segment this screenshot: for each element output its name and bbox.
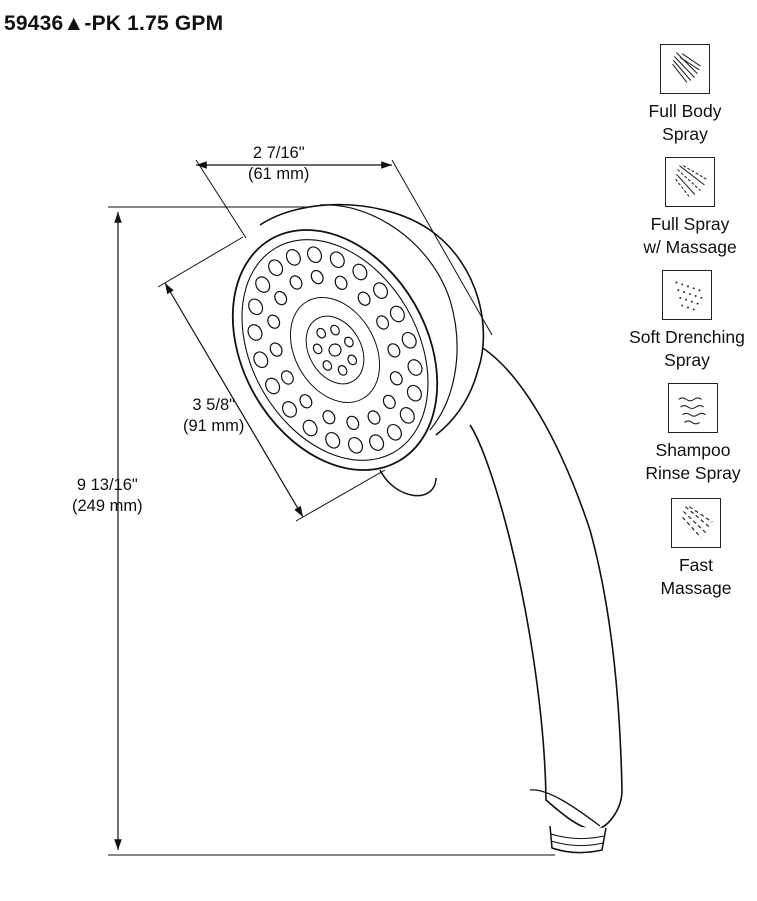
soft-drenching-spray-icon [662, 270, 712, 320]
nozzle [285, 249, 301, 266]
nozzle [389, 371, 403, 386]
nozzle [357, 291, 371, 306]
ring-loop [379, 469, 437, 497]
nozzle [310, 269, 324, 285]
nozzle [382, 394, 396, 410]
nozzle [268, 259, 284, 277]
nozzle [407, 359, 423, 376]
diameter-dimension-label: 3 5/8" (91 mm) [183, 396, 245, 435]
nozzle [347, 436, 364, 454]
nozzle [330, 324, 340, 336]
nozzle [306, 246, 323, 264]
depth-dimension-label: 2 7/16" (61 mm) [248, 144, 310, 183]
nozzle [337, 365, 348, 376]
hose-connector [549, 825, 607, 854]
fast-massage-icon [671, 498, 721, 548]
nozzle [387, 343, 401, 358]
nozzle [352, 263, 368, 281]
center-nozzle [328, 343, 342, 357]
full-spray-massage-icon [665, 157, 715, 207]
nozzle [312, 343, 323, 355]
handle-bottom [529, 789, 601, 827]
nozzle [386, 423, 402, 441]
handle-outline [469, 344, 623, 831]
nozzle [399, 407, 415, 424]
nozzle [302, 419, 318, 437]
nozzle [406, 384, 422, 402]
nozzle [322, 360, 333, 371]
product-title: 59436▲-PK 1.75 GPM [4, 12, 224, 35]
nozzle [376, 315, 390, 330]
nozzle [325, 431, 341, 449]
diameter-dimension-line [164, 282, 304, 518]
nozzle [334, 275, 348, 290]
nozzle [322, 410, 336, 425]
nozzle [369, 434, 385, 451]
nozzle [367, 410, 381, 425]
shampoo-rinse-spray-icon [668, 383, 718, 433]
nozzle [372, 282, 389, 299]
nozzle [347, 354, 358, 366]
height-dimension-label: 9 13/16" (249 mm) [72, 476, 143, 515]
nozzle [329, 251, 345, 269]
nozzle [344, 336, 354, 348]
full-body-spray-icon [660, 44, 710, 94]
nozzle [316, 327, 327, 339]
nozzle [346, 415, 360, 431]
nozzle [401, 331, 417, 349]
nozzle [389, 305, 405, 323]
